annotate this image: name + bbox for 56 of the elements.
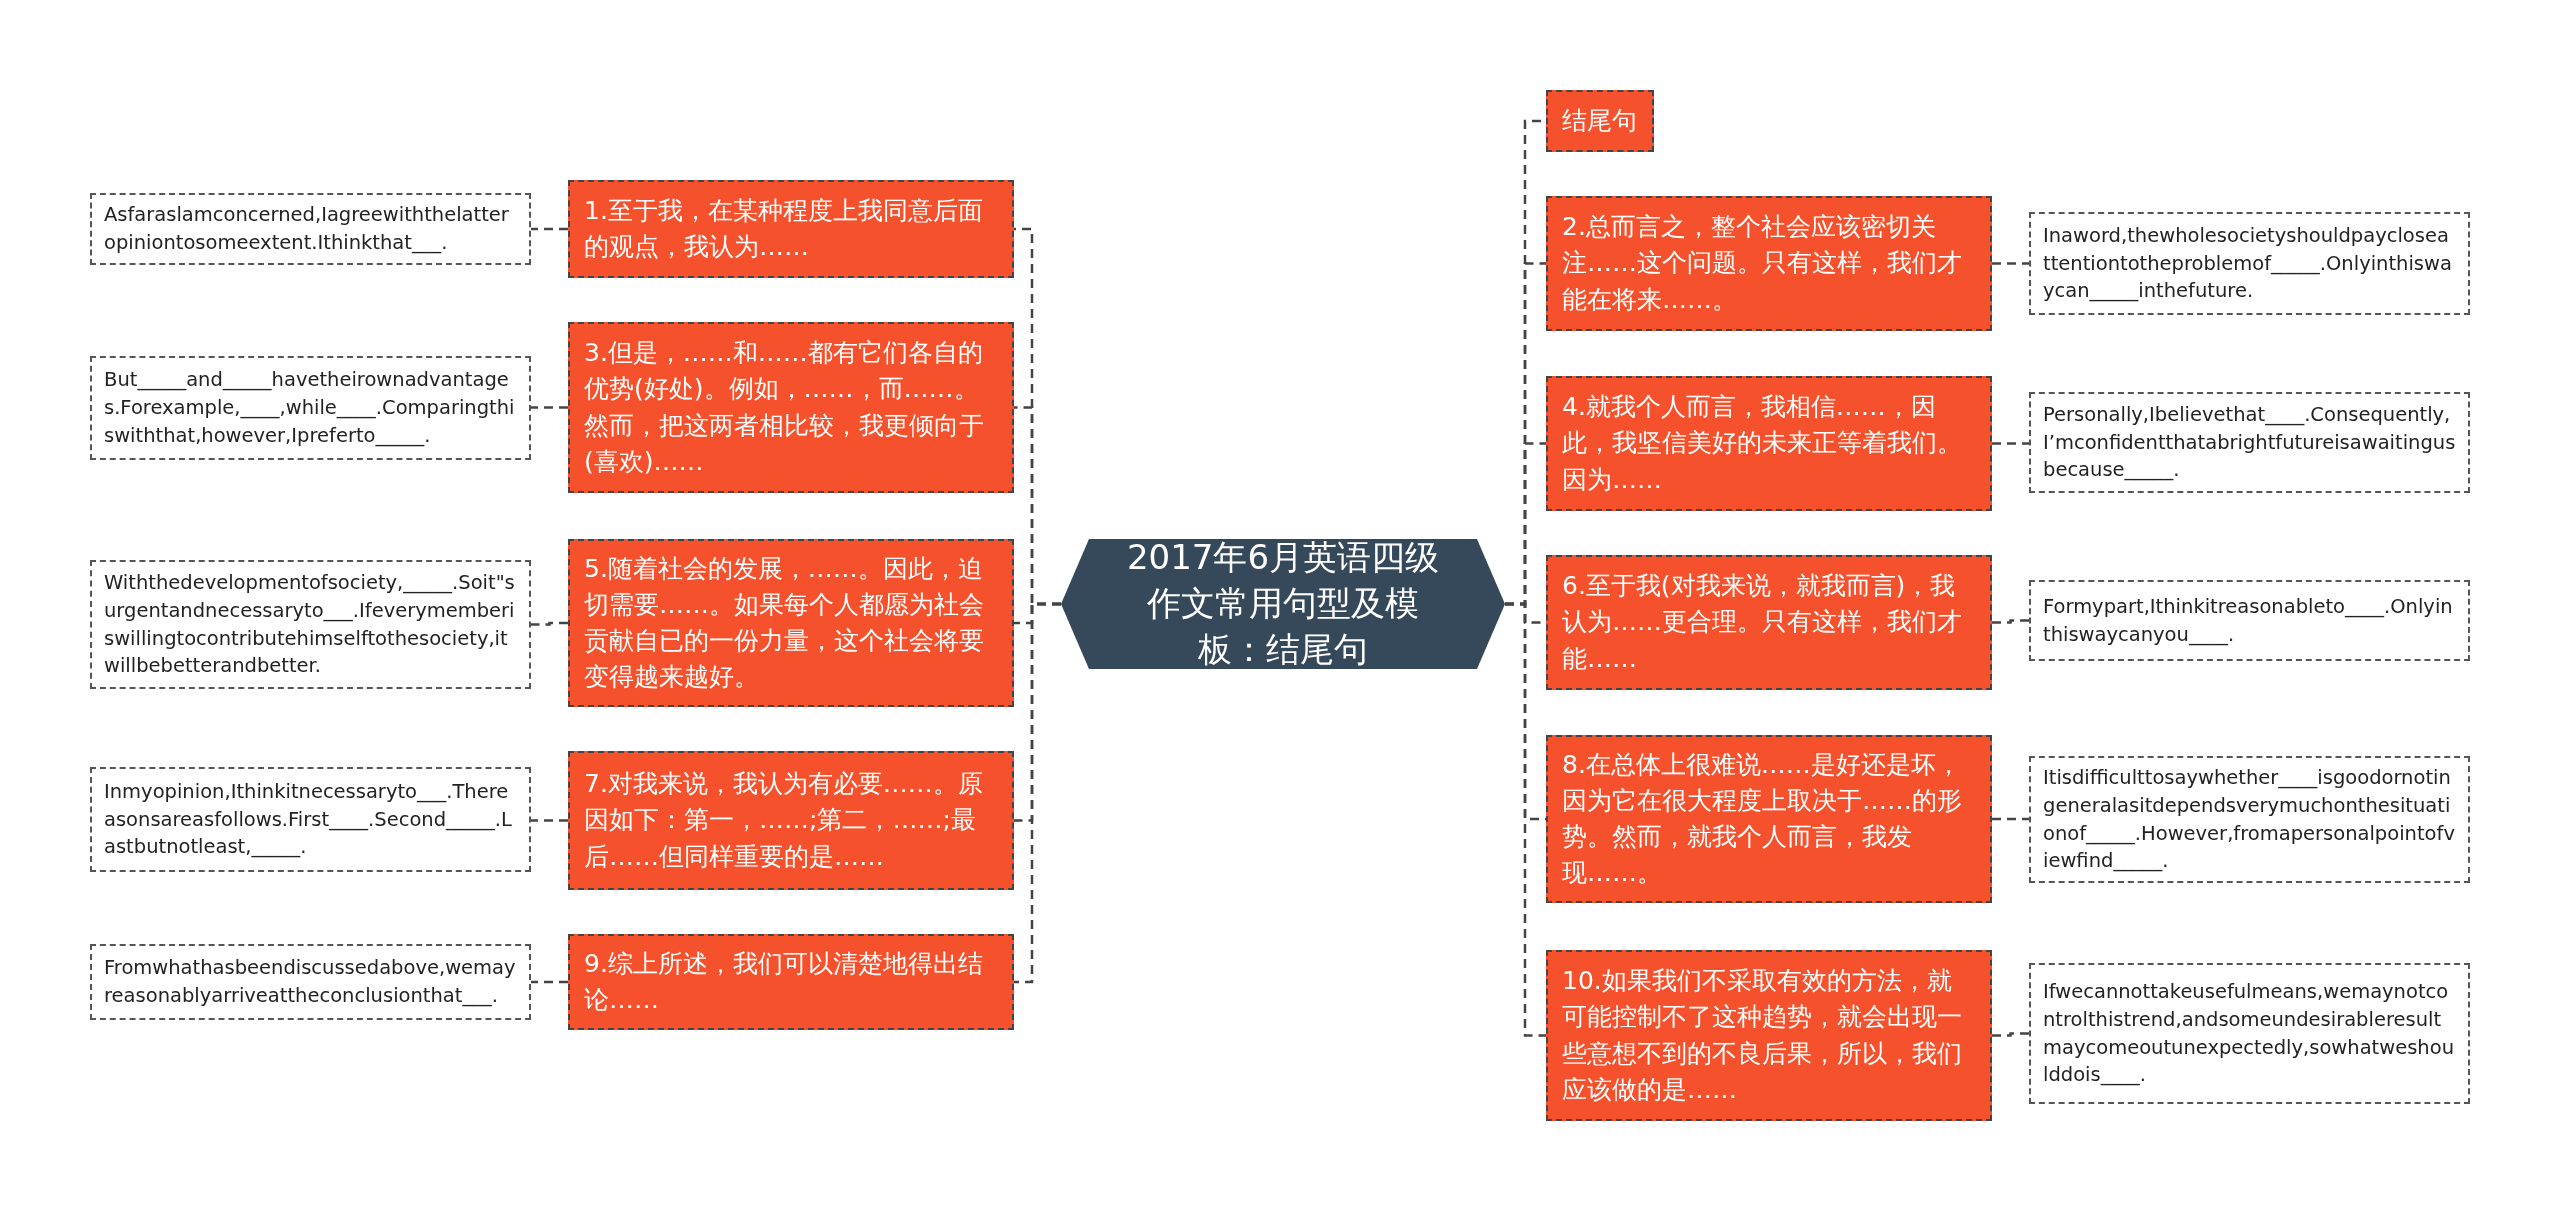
sentence-box [568, 934, 1014, 1030]
sentence-box [1546, 376, 1992, 511]
connector-line [531, 227, 568, 231]
template-note-box [90, 944, 531, 1020]
sentence-box [568, 751, 1014, 890]
sentence-text: 9.综上所述，我们可以清楚地得出结论…… [584, 947, 984, 1016]
template-text: Withthedevelopmentofsociety,_____.Soit"surgentandnecessaryto___.Ifeverymemberiswillingtocontributehimselftothesociety,itwillbebetterandbetter. [104, 570, 516, 680]
template-note-box [2029, 756, 2470, 883]
sentence-text: 10.如果我们不采取有效的方法，就可能控制不了这种趋势，就会出现一些意想不到的不良后果，所以，我们应该做的是…… [1562, 965, 1963, 1106]
sentence-text: 结尾句 [1562, 104, 1637, 137]
connector-line [1014, 602, 1061, 984]
connector-line [1505, 602, 1546, 1037]
template-text: Personally,Ibelievethat____.Consequently,I’mconfidentthatabrightfutureisawaitingusbecause_____. [2043, 401, 2456, 484]
sentence-text: 6.至于我(对我来说，就我而言)，我认为……更合理。只有这样，我们才能…… [1562, 570, 1963, 675]
sentence-box [1546, 950, 1992, 1121]
connector-line [531, 980, 568, 984]
sentence-text: 2.总而言之，整个社会应该密切关注……这个问题。只有这样，我们才能在将来……。 [1562, 211, 1963, 316]
template-note-box [2029, 212, 2470, 315]
template-note-box [2029, 580, 2470, 661]
template-note-box [90, 193, 531, 265]
sentence-box [568, 322, 1014, 493]
template-note-box [90, 560, 531, 689]
sentence-box [1546, 90, 1654, 152]
sentence-text: 5.随着社会的发展，……。因此，迫切需要……。如果每个人都愿为社会贡献自已的一份力量，这个社会将要变得越来越好。 [584, 552, 985, 694]
sentence-text: 3.但是，……和……都有它们各自的优势(好处)。例如，……，而……。然而，把这两者相比较，我更倾向于(喜欢)…… [584, 337, 985, 478]
connector-line [531, 819, 568, 822]
connector-line [1992, 442, 2029, 445]
connector-line [531, 621, 568, 626]
template-text: Inaword,thewholesocietyshouldpaycloseattentiontotheproblemof_____.Onlyinthiswaycan_____inthefuture. [2043, 222, 2453, 305]
connector-line [1992, 262, 2029, 265]
sentence-box [568, 180, 1014, 278]
template-note-box [2029, 963, 2470, 1104]
sentence-text: 4.就我个人而言，我相信……，因此，我坚信美好的未来正等着我们。因为…… [1562, 391, 1963, 496]
topic-title: 2017年6月英语四级作文常用句型及模板：结尾句 [1125, 536, 1441, 671]
sentence-text: 8.在总体上很难说……是好还是坏，因为它在很大程度上取决于……的形势。然而，就我个人而言，我发现……。 [1562, 748, 1963, 890]
template-note-box [2029, 392, 2470, 493]
sentence-box [1546, 735, 1992, 903]
sentence-box [568, 539, 1014, 707]
template-text: Ifwecannottakeusefulmeans,wemaynotcontrolthistrend,andsomeundesirableresultmaycomeoutunexpectedly,sowhatweshoulddois____. [2043, 979, 2455, 1089]
sentence-box [1546, 555, 1992, 690]
template-note-box [90, 356, 531, 460]
connector-line [531, 406, 568, 409]
sentence-box [1546, 196, 1992, 331]
template-text: Inmyopinion,Ithinkitnecessaryto___.Thereasonsareasfollows.First____.Second_____.Lastbutnotleast,_____. [104, 778, 513, 861]
template-text: Asfaraslamconcerned,Iagreewiththelatteropiniontosomeextent.Ithinkthat___. [104, 202, 510, 256]
template-text: But_____and_____havetheirownadvantages.Forexample,____,while____.Comparingthiswiththat,however,Ipreferto_____. [104, 367, 516, 449]
connector-line [1992, 817, 2029, 821]
connector-line [1992, 619, 2029, 624]
template-text: Fromwhathasbeendiscussedabove,wemayreasonablyarriveattheconclusionthat___. [104, 955, 517, 1009]
sentence-text: 1.至于我，在某种程度上我同意后面的观点，我认为…… [584, 194, 984, 263]
template-note-box [90, 767, 531, 872]
central-topic-hexagon [1061, 539, 1505, 669]
template-text: Formypart,Ithinkitreasonableto____.Onlyinthiswaycanyou____. [2043, 593, 2454, 648]
sentence-text: 7.对我来说，我认为有必要……。原因如下：第一，……;第二，……;最后……但同样重要的是…… [584, 768, 984, 873]
connector-line [1992, 1032, 2029, 1037]
template-text: Itisdifficulttosaywhether____isgoodornotingeneralasitdependsverymuchonthesituationof_____.However,fromapersonalpointofviewfind_____. [2043, 765, 2456, 875]
